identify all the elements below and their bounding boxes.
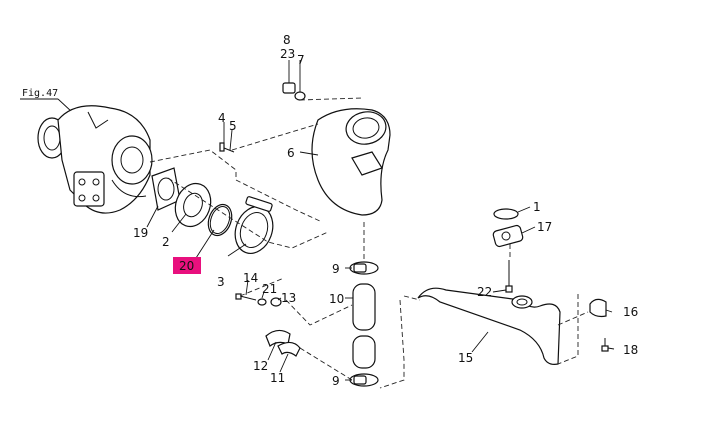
callout-17[interactable]: 17 [537, 220, 552, 234]
callout-23[interactable]: 23 [280, 47, 295, 61]
callout-6[interactable]: 6 [287, 146, 295, 160]
callout-5[interactable]: 5 [229, 119, 237, 133]
callout-22[interactable]: 22 [477, 285, 492, 299]
clamp-12-11 [265, 329, 301, 357]
callout-11[interactable]: 11 [270, 371, 285, 385]
callout-21[interactable]: 21 [262, 282, 277, 296]
hose-10 [352, 283, 376, 369]
leader-lines [146, 122, 615, 381]
callout-14[interactable]: 14 [243, 271, 258, 285]
callout-4[interactable]: 4 [218, 111, 226, 125]
cap-16 [589, 298, 607, 318]
assembly-lines [149, 97, 589, 389]
bolt-22 [505, 260, 513, 293]
o-ring-20 [207, 203, 233, 237]
callout-18[interactable]: 18 [623, 343, 638, 357]
hose-clamp-9-upper [349, 261, 379, 275]
fitting-8-23-7 [282, 60, 306, 101]
v-band-clamp-3 [234, 196, 274, 254]
hose-clamp-9-lower [349, 373, 379, 387]
callout-9-upper[interactable]: 9 [332, 262, 340, 276]
callout-1[interactable]: 1 [533, 200, 541, 214]
callout-19[interactable]: 19 [133, 226, 148, 240]
callout-13[interactable]: 13 [281, 291, 296, 305]
bolt-14-21-13 [235, 293, 282, 307]
figure-reference[interactable]: Fig.47 [20, 88, 73, 113]
callout-labels: 8 23 7 4 5 6 19 2 20 3 1 17 9 10 9 14 21… [133, 33, 638, 388]
highlight-box-20 [173, 257, 201, 274]
callout-7[interactable]: 7 [297, 53, 305, 67]
pipe-15 [417, 287, 561, 365]
callout-20[interactable]: 20 [179, 259, 194, 273]
gasket-19 [151, 167, 181, 211]
callout-10[interactable]: 10 [329, 292, 344, 306]
figure-ref-label: Fig.47 [22, 88, 58, 99]
turbocharger [37, 105, 153, 214]
bolt-18 [601, 338, 609, 352]
callout-3[interactable]: 3 [217, 275, 225, 289]
callout-15[interactable]: 15 [458, 351, 473, 365]
callout-16[interactable]: 16 [623, 305, 638, 319]
elbow-pipe-6 [311, 108, 391, 216]
bracket-17 [492, 208, 524, 248]
callout-12[interactable]: 12 [253, 359, 268, 373]
callout-2[interactable]: 2 [162, 235, 170, 249]
callout-9-lower[interactable]: 9 [332, 374, 340, 388]
callout-8[interactable]: 8 [283, 33, 291, 47]
bolt-4-5 [219, 142, 235, 153]
